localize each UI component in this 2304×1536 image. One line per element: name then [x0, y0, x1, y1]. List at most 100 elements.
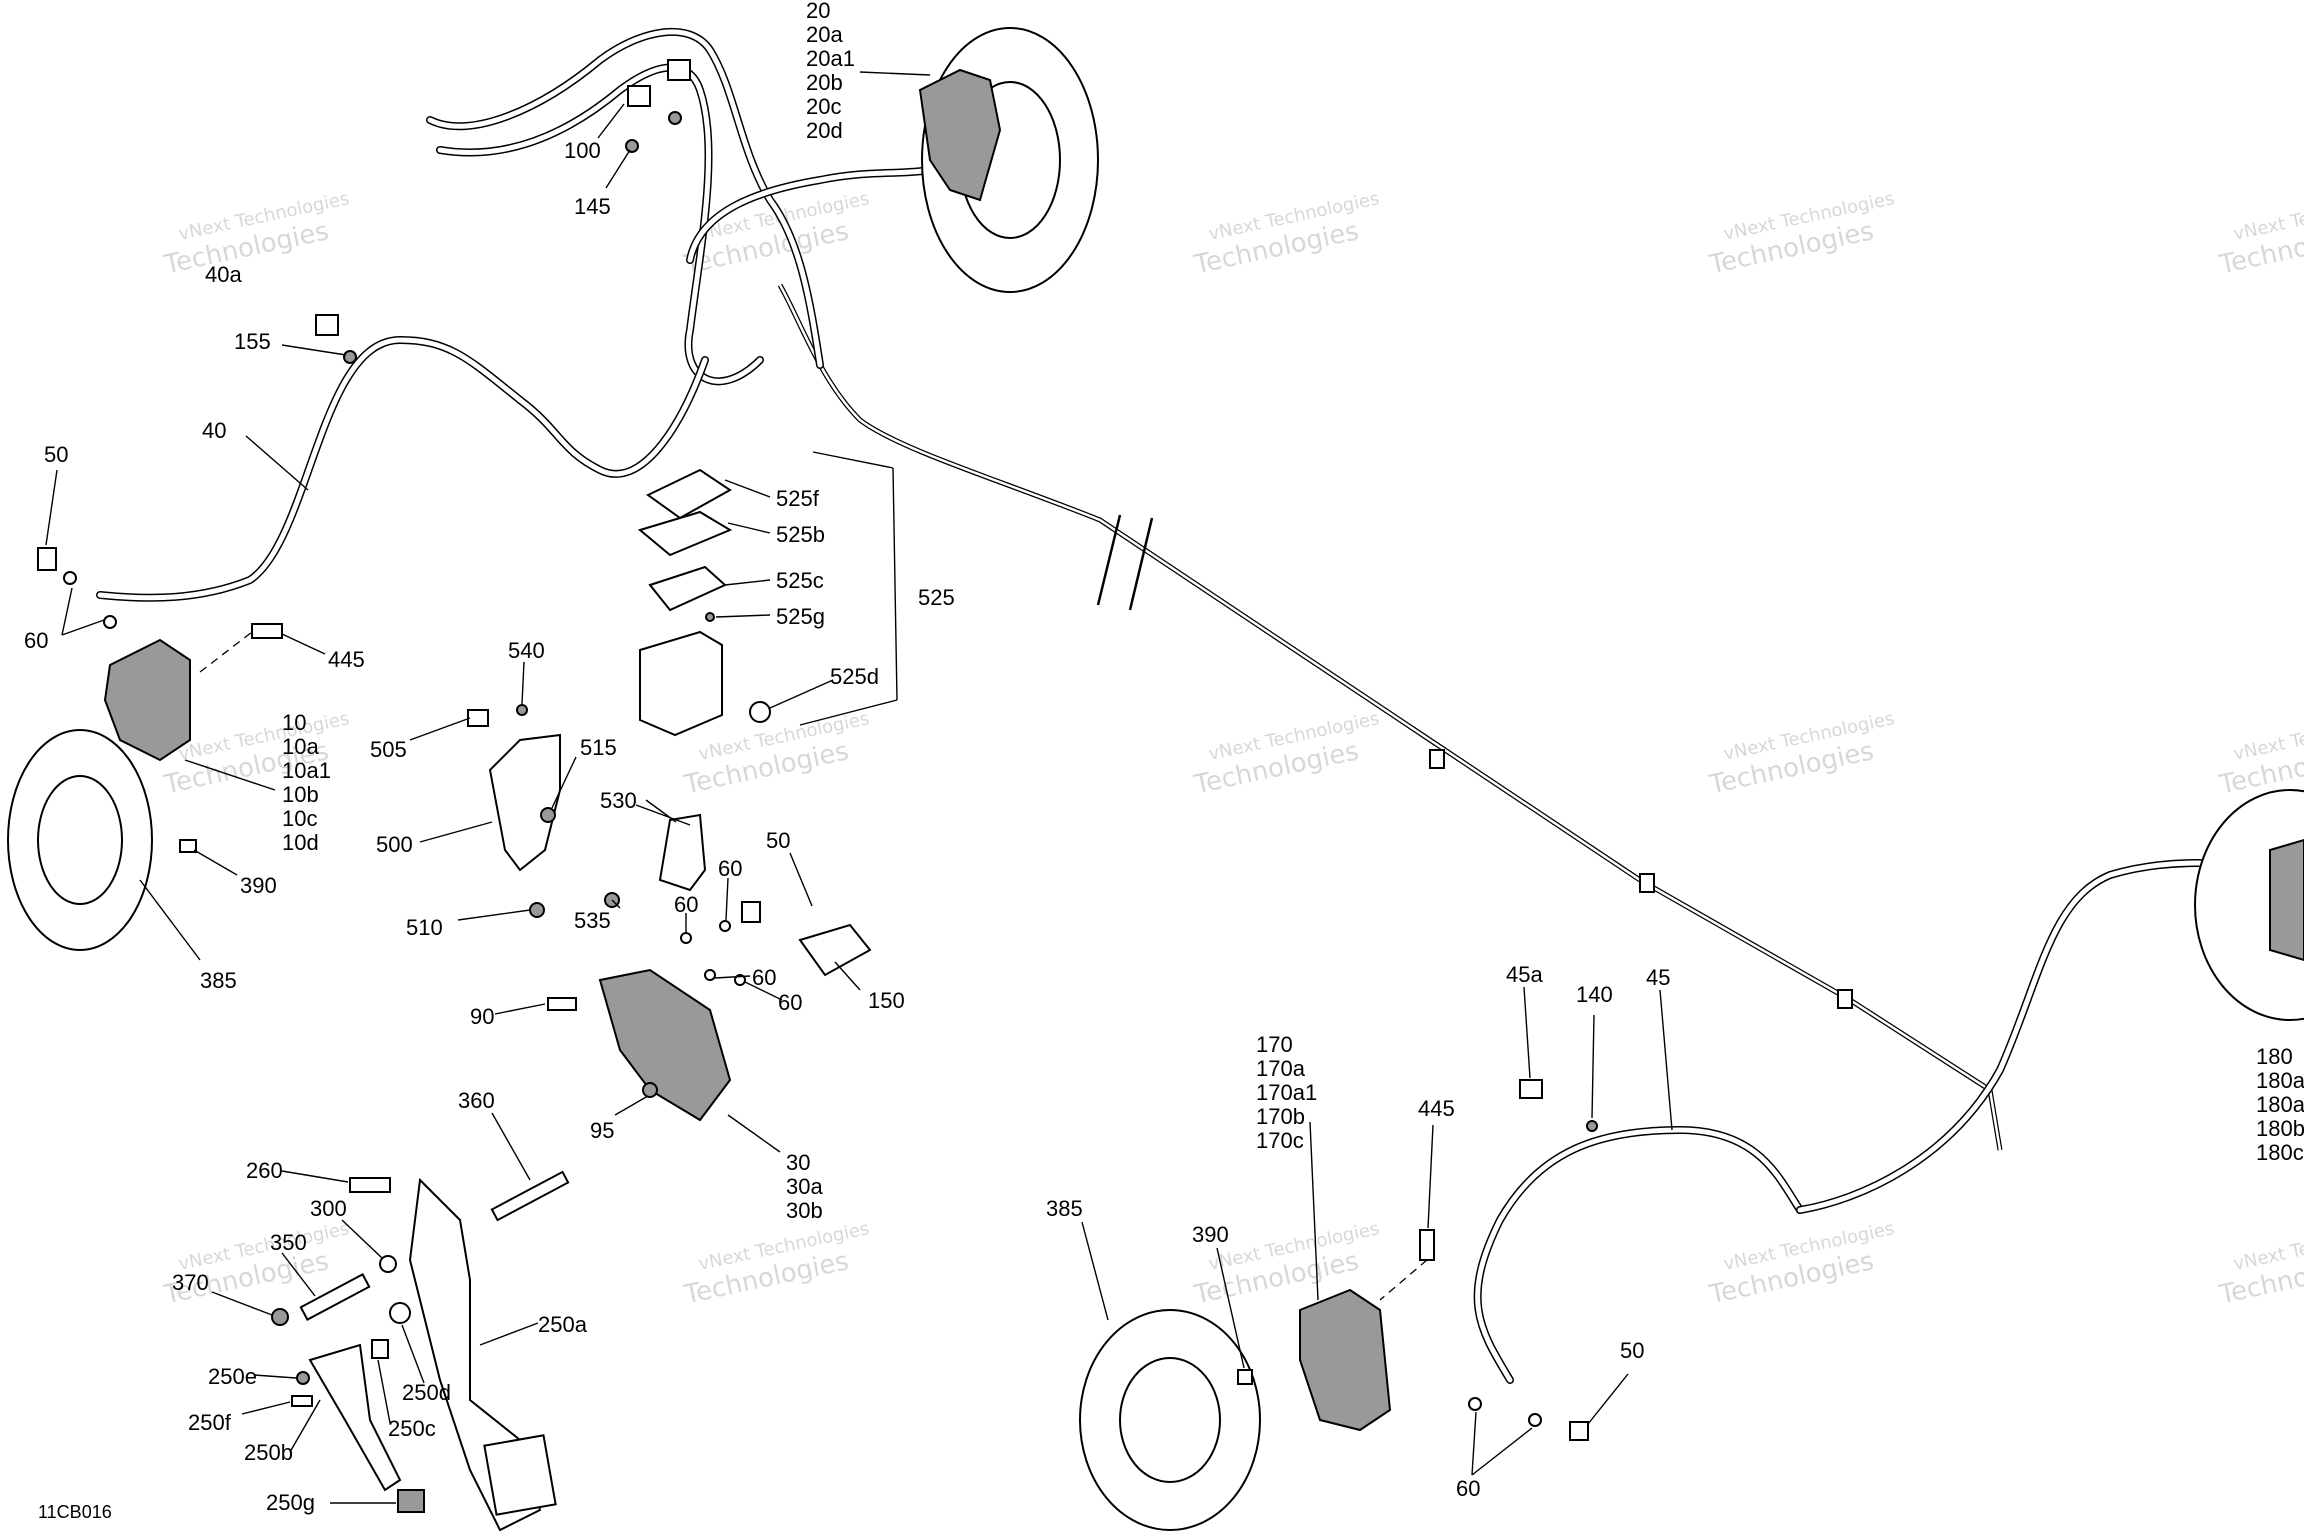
label-370: 370 [172, 1270, 209, 1295]
label-170: 170 [1256, 1032, 1293, 1057]
label-30: 30 [786, 1150, 810, 1175]
leader [727, 1114, 781, 1153]
label-170b: 170b [1256, 1104, 1305, 1129]
label-45a: 45a [1506, 962, 1543, 987]
leader [834, 961, 861, 991]
hose-180 [1796, 859, 2264, 1214]
leader [551, 756, 577, 809]
nut-95 [642, 1082, 658, 1098]
watermark: vNext Technologies Technologies [161, 188, 351, 280]
leader [724, 479, 771, 498]
washer-60-left-b [103, 615, 117, 629]
label-525d: 525d [830, 664, 879, 689]
caliper-170 [1299, 1288, 1392, 1432]
clip-100 [627, 85, 651, 107]
label-170a1: 170a1 [1256, 1080, 1317, 1105]
watermark: vNext Technologies Technologies [1706, 188, 1896, 280]
label-535: 535 [574, 908, 611, 933]
leader-lines [45, 71, 1673, 1504]
nut-145 [625, 139, 639, 153]
screw-390-left [179, 839, 197, 853]
label-250e: 250e [208, 1364, 257, 1389]
leader [725, 877, 729, 921]
label-445-right: 445 [1418, 1096, 1455, 1121]
leader [253, 1374, 297, 1379]
label-250d: 250d [402, 1380, 451, 1405]
watermark: vNext Technologies Technologies [1706, 1218, 1896, 1310]
leader [635, 804, 691, 826]
main-brake-line [777, 283, 2003, 1151]
banjo-bolt-50-right [1569, 1421, 1589, 1441]
label-515: 515 [580, 735, 617, 760]
label-390-right: 390 [1192, 1222, 1229, 1247]
cap-250g [397, 1489, 425, 1513]
clip-100b [667, 59, 691, 81]
label-30a: 30a [786, 1174, 823, 1199]
leader [727, 522, 771, 534]
leader [812, 451, 894, 469]
leader [479, 1322, 539, 1346]
caliper-10 [103, 638, 191, 762]
label-350: 350 [270, 1230, 307, 1255]
label-50-left: 50 [44, 442, 68, 467]
leader [859, 71, 931, 76]
hose-40 [96, 335, 709, 602]
label-60-m4: 60 [778, 990, 802, 1015]
washer-60-right-b [1528, 1413, 1542, 1427]
leader [45, 469, 58, 546]
label-505: 505 [370, 737, 407, 762]
clip-505 [467, 709, 489, 727]
bolt-155 [343, 350, 357, 364]
line-clip [1639, 873, 1655, 893]
washer-60-m1 [719, 920, 731, 932]
label-300: 300 [310, 1196, 347, 1221]
leader [521, 661, 525, 705]
leader [597, 103, 625, 139]
label-180a: 180a [2256, 1068, 2304, 1093]
label-250g: 250g [266, 1490, 315, 1515]
label-10c: 10c [282, 806, 317, 831]
label-250b: 250b [244, 1440, 293, 1465]
clamp-525d [749, 701, 771, 723]
brake-disc-rear-left-hub [1119, 1357, 1221, 1483]
label-10a1: 10a1 [282, 758, 331, 783]
brake-lines [96, 27, 2264, 1384]
banjo-bolt-50-mid [741, 901, 761, 923]
line-break-mark [1128, 517, 1154, 611]
leader [724, 579, 771, 586]
leader [341, 1219, 383, 1259]
leader [281, 344, 347, 356]
bolt-140 [1586, 1120, 1598, 1132]
leader [61, 619, 105, 636]
diagram-code: 11CB016 [38, 1502, 112, 1522]
leader [139, 879, 201, 961]
label-170c: 170c [1256, 1128, 1304, 1153]
spring-260 [349, 1177, 391, 1193]
fitting-530 [658, 813, 707, 892]
leader [211, 1291, 273, 1316]
caliper-20-hose-inner [687, 167, 933, 263]
label-95: 95 [590, 1118, 614, 1143]
reservoir-cap-525b [637, 510, 733, 557]
bolt-515 [540, 807, 556, 823]
washer-60-left [63, 571, 77, 585]
bolt-445-right [1419, 1229, 1435, 1261]
label-385-right: 385 [1046, 1196, 1083, 1221]
reservoir-diaphragm-525c [648, 565, 727, 612]
label-20a: 20a [806, 22, 843, 47]
leader [744, 981, 783, 1001]
leader [605, 149, 631, 189]
label-525f: 525f [776, 486, 820, 511]
watermark: vNext Technologies Technologies [681, 1218, 871, 1310]
label-20: 20 [806, 0, 830, 23]
leader [1471, 1427, 1533, 1476]
label-60-m2: 60 [674, 892, 698, 917]
leader [245, 435, 309, 491]
leader [1523, 986, 1531, 1079]
label-10: 10 [282, 710, 306, 735]
leader [289, 1399, 321, 1453]
brake-disc-front-left-hub [37, 775, 123, 905]
label-530: 530 [600, 788, 637, 813]
label-180c: 180c [2256, 1140, 2304, 1165]
leader [714, 975, 751, 979]
